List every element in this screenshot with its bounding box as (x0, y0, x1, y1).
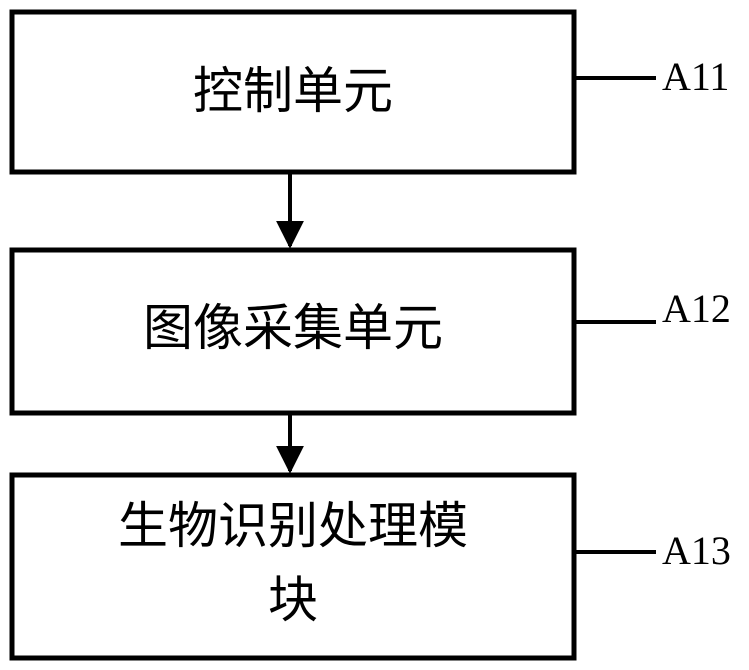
block-control-unit (9, 9, 577, 175)
ref-label-a13: A13 (662, 528, 731, 573)
ref-label-a11: A11 (662, 54, 729, 99)
block-biometric-module-label-line-2: 块 (268, 571, 318, 629)
block-biometric-module-label-line-1: 生物识别处理模 (118, 497, 468, 555)
block-image-capture-unit-label: 图像采集单元 (143, 299, 443, 357)
ref-label-a12: A12 (662, 286, 731, 331)
block-biometric-module (9, 472, 577, 661)
block-image-capture-unit (9, 247, 577, 416)
block-control-unit-label: 控制单元 (193, 62, 393, 120)
